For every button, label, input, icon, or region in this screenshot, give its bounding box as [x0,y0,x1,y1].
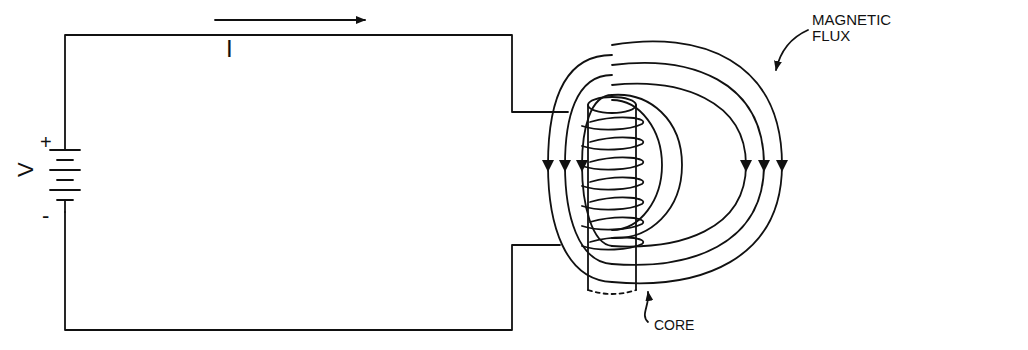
coil-turn [582,138,643,150]
coil-turn [582,158,643,170]
core-label: CORE [654,318,694,333]
coil-turn [582,178,643,190]
polarity-minus: - [42,204,49,227]
current-label: I [226,36,233,61]
coil-turn [582,198,643,210]
polarity-plus: + [40,132,52,153]
flux-arrowheads [542,160,788,172]
coil-turn [582,238,643,250]
flux-loops-left [548,55,612,282]
flux-loops-right [612,41,782,283]
bottom-wire [65,212,560,330]
battery-symbol [50,150,80,212]
core-leader [645,292,648,322]
top-wire [65,35,568,150]
voltage-label: V [14,162,37,177]
coil-turn [582,118,643,130]
flux-leader [776,30,808,70]
current-arrow [215,19,365,21]
flux-label: MAGNETIC FLUX [812,12,902,44]
